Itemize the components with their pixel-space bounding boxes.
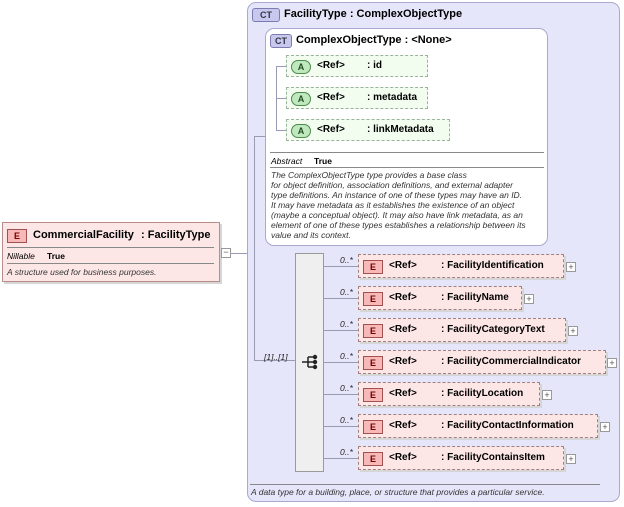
attribute-icon: A	[291, 92, 311, 106]
element-ref: <Ref>	[389, 388, 417, 399]
attribute-ref: <Ref>	[317, 124, 345, 135]
element-occurrence: 0..*	[340, 319, 353, 329]
divider	[7, 247, 214, 248]
element-icon: E	[363, 260, 383, 274]
abstract-label: Abstract	[271, 156, 303, 166]
attribute-icon: A	[291, 60, 311, 74]
attribute-name: : metadata	[367, 92, 418, 103]
attribute-name: : linkMetadata	[367, 124, 434, 135]
element-name: : FacilityIdentification	[441, 260, 544, 271]
nillable-value: True	[47, 251, 65, 261]
root-element-description: A structure used for business purposes.	[7, 267, 157, 277]
sequence-compositor-icon	[302, 354, 318, 370]
divider	[270, 152, 544, 153]
element-name: : FacilityCommercialIndicator	[441, 356, 582, 367]
element-facility-commercial-indicator[interactable]: E <Ref> : FacilityCommercialIndicator	[358, 350, 606, 374]
nillable-label: Nillable	[7, 251, 35, 261]
attribute-icon: A	[291, 124, 311, 138]
element-ref: <Ref>	[389, 420, 417, 431]
complex-object-type-title: ComplexObjectType : <None>	[296, 34, 452, 46]
element-icon: E	[363, 420, 383, 434]
expand-icon[interactable]: +	[542, 390, 552, 400]
facility-type-title: FacilityType : ComplexObjectType	[284, 8, 463, 20]
facility-type-description: A data type for a building, place, or st…	[251, 487, 545, 497]
connector	[231, 253, 247, 254]
attribute-link-metadata[interactable]: A <Ref> : linkMetadata	[286, 119, 450, 141]
element-name: : FacilityName	[441, 292, 509, 303]
element-name: : FacilityContainsItem	[441, 452, 545, 463]
expand-icon[interactable]: +	[600, 422, 610, 432]
element-icon: E	[363, 388, 383, 402]
root-element-box[interactable]: E CommercialFacility : FacilityType Nill…	[2, 222, 220, 282]
element-name: : FacilityCategoryText	[441, 324, 545, 335]
attribute-id[interactable]: A <Ref> : id	[286, 55, 428, 77]
abstract-value: True	[314, 156, 332, 166]
connector	[324, 362, 358, 363]
divider	[270, 167, 544, 168]
expand-icon[interactable]: +	[568, 326, 578, 336]
element-facility-contains-item[interactable]: E <Ref> : FacilityContainsItem	[358, 446, 564, 470]
complex-type-icon: CT	[252, 8, 280, 22]
element-name: : FacilityLocation	[441, 388, 524, 399]
connector	[324, 458, 358, 459]
connector	[276, 98, 286, 99]
element-name: : FacilityContactInformation	[441, 420, 574, 431]
element-ref: <Ref>	[389, 260, 417, 271]
connector	[254, 136, 265, 137]
element-occurrence: 0..*	[340, 255, 353, 265]
element-ref: <Ref>	[389, 452, 417, 463]
divider	[250, 484, 600, 485]
element-icon: E	[363, 292, 383, 306]
attribute-name: : id	[367, 60, 382, 71]
expand-icon[interactable]: +	[566, 454, 576, 464]
root-element-name: CommercialFacility	[33, 229, 134, 241]
connector	[324, 266, 358, 267]
element-icon: E	[7, 229, 27, 243]
divider	[7, 263, 214, 264]
connector	[324, 298, 358, 299]
complex-type-icon: CT	[270, 34, 292, 48]
sequence-box[interactable]	[295, 253, 324, 472]
element-facility-name[interactable]: E <Ref> : FacilityName	[358, 286, 522, 310]
attribute-ref: <Ref>	[317, 92, 345, 103]
connector	[324, 394, 358, 395]
complex-object-type-description: The ComplexObjectType type provides a ba…	[271, 170, 526, 240]
connector	[324, 330, 358, 331]
element-occurrence: 0..*	[340, 415, 353, 425]
connector	[254, 360, 295, 361]
expand-icon[interactable]: +	[607, 358, 617, 368]
element-facility-location[interactable]: E <Ref> : FacilityLocation	[358, 382, 540, 406]
element-occurrence: 0..*	[340, 287, 353, 297]
root-element-type: : FacilityType	[141, 229, 211, 241]
connector	[276, 66, 286, 67]
element-icon: E	[363, 324, 383, 338]
element-occurrence: 0..*	[340, 351, 353, 361]
element-facility-identification[interactable]: E <Ref> : FacilityIdentification	[358, 254, 564, 278]
element-ref: <Ref>	[389, 356, 417, 367]
element-ref: <Ref>	[389, 324, 417, 335]
attribute-metadata[interactable]: A <Ref> : metadata	[286, 87, 428, 109]
element-occurrence: 0..*	[340, 447, 353, 457]
connector	[324, 426, 358, 427]
expand-icon[interactable]: +	[524, 294, 534, 304]
element-facility-category-text[interactable]: E <Ref> : FacilityCategoryText	[358, 318, 566, 342]
element-facility-contact-information[interactable]: E <Ref> : FacilityContactInformation	[358, 414, 598, 438]
element-icon: E	[363, 452, 383, 466]
expand-icon[interactable]: +	[566, 262, 576, 272]
element-occurrence: 0..*	[340, 383, 353, 393]
collapse-icon[interactable]: −	[221, 248, 231, 258]
connector	[276, 130, 286, 131]
connector	[254, 136, 255, 360]
element-icon: E	[363, 356, 383, 370]
sequence-occurrence: [1]..[1]	[264, 352, 288, 362]
element-ref: <Ref>	[389, 292, 417, 303]
attribute-ref: <Ref>	[317, 60, 345, 71]
